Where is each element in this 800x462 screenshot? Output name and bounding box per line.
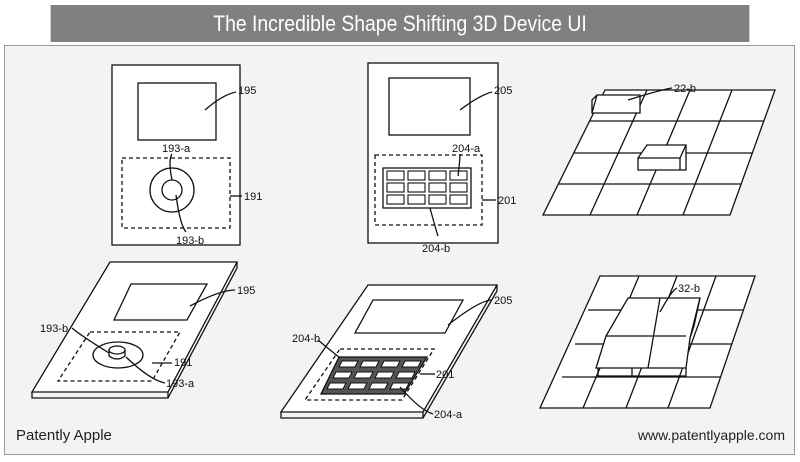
label-204b-bottom: 204-b — [292, 333, 320, 345]
label-191-bottom: 191 — [174, 357, 192, 369]
site-url: www.patentlyapple.com — [637, 427, 785, 443]
label-204a-bottom: 204-a — [434, 409, 463, 421]
page-title: The Incredible Shape Shifting 3D Device … — [213, 10, 587, 36]
label-193b: 193-b — [176, 235, 204, 247]
brand-watermark: Patently Apple — [16, 427, 112, 444]
label-201-bottom: 201 — [436, 369, 454, 381]
label-204b: 204-b — [422, 243, 450, 255]
label-201: 201 — [498, 195, 516, 207]
label-205b: 205 — [494, 295, 512, 307]
label-204a: 204-a — [452, 143, 481, 155]
device-keypad-front: 205 204-a 201 204-b — [367, 62, 516, 255]
label-193a: 193-a — [162, 143, 191, 155]
label-193b-bottom: 193-b — [40, 323, 68, 335]
label-32b: 32-b — [678, 283, 700, 295]
tile-grid-multi-raised: 32-b — [538, 275, 756, 409]
label-205: 205 — [494, 85, 512, 97]
label-22b: 22-b — [674, 83, 696, 95]
label-195b: 195 — [237, 285, 255, 297]
label-193a-bottom: 193-a — [166, 378, 195, 390]
device-keypad-perspective: 205 204-b 201 204-a — [279, 284, 512, 421]
title-bar: The Incredible Shape Shifting 3D Device … — [50, 5, 750, 42]
device-wheel-perspective: 195 193-b 191 193-a — [30, 261, 255, 399]
label-191: 191 — [244, 191, 262, 203]
tile-grid-single-raised: 22-b — [541, 83, 776, 216]
device-wheel-front: 195 193-a 191 193-b — [111, 64, 262, 247]
label-195: 195 — [238, 85, 256, 97]
